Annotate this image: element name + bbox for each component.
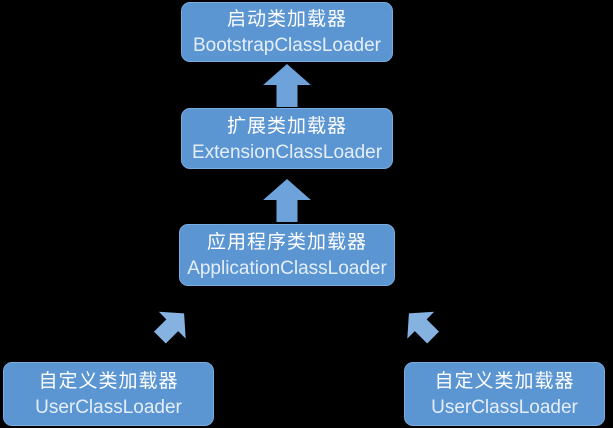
bootstrap-title-zh: 启动类加载器	[226, 9, 347, 30]
extension-title-zh: 扩展类加载器	[226, 115, 347, 137]
node-application-classloader: 应用程序类加载器 ApplicationClassLoader	[179, 224, 395, 286]
node-bootstrap-classloader: 启动类加载器 BootstrapClassLoader	[181, 2, 393, 62]
application-title-zh: 应用程序类加载器	[206, 232, 367, 253]
node-extension-classloader: 扩展类加载器 ExtensionClassLoader	[181, 108, 393, 169]
extension-title-en: ExtensionClassLoader	[191, 141, 383, 163]
up-arrow-icon	[263, 64, 311, 107]
user-left-title-zh: 自定义类加载器	[38, 371, 179, 392]
user-right-title-en: UserClassLoader	[431, 397, 578, 418]
up-right-arrow-icon	[153, 311, 186, 344]
up-arrow-icon	[263, 179, 311, 222]
node-user-classloader-right: 自定义类加载器 UserClassLoader	[404, 362, 605, 426]
node-user-classloader-left: 自定义类加载器 UserClassLoader	[3, 362, 214, 426]
user-right-title-zh: 自定义类加载器	[434, 371, 575, 392]
up-left-arrow-icon	[407, 311, 440, 344]
application-title-en: ApplicationClassLoader	[187, 258, 387, 279]
user-left-title-en: UserClassLoader	[35, 397, 182, 418]
bootstrap-title-en: BootstrapClassLoader	[193, 35, 381, 56]
